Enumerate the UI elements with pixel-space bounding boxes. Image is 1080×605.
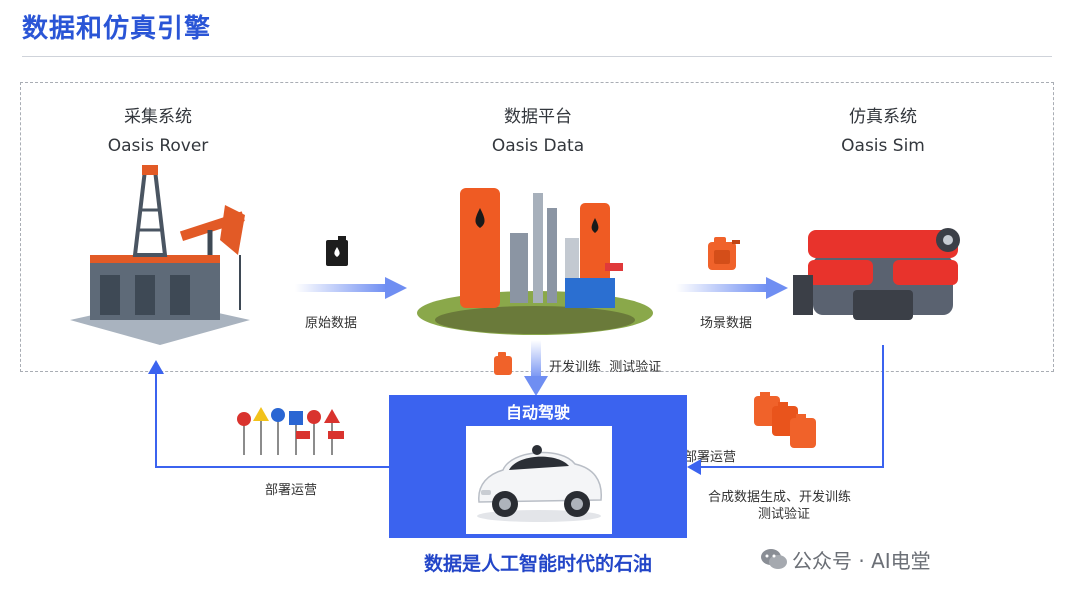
traffic-signs-icon <box>237 407 344 455</box>
deploy-left-line-v <box>155 372 157 468</box>
fuel-cans-stack-icon <box>754 392 816 448</box>
slogan: 数据是人工智能时代的石油 <box>423 553 652 575</box>
scene-data-label: 场景数据 <box>700 316 753 331</box>
refinery-icon <box>417 188 653 335</box>
oil-barrel-icon <box>326 236 348 266</box>
deploy-left-line-h <box>155 466 389 468</box>
autonomous-driving-title: 自动驾驶 <box>505 403 570 422</box>
train-test-label: 开发训练 测试验证 <box>549 360 662 375</box>
scene-data-arrow <box>676 277 788 299</box>
sim-subtitle: Oasis Sim <box>841 136 925 156</box>
data-subtitle: Oasis Data <box>491 136 585 156</box>
wechat-icon <box>761 549 787 569</box>
data-title: 数据平台 <box>504 107 572 127</box>
deploy-right-arrowhead <box>687 459 701 475</box>
synth-data-label-1: 合成数据生成、开发训练 <box>708 490 852 505</box>
self-driving-car-icon <box>477 445 602 522</box>
sim-title: 仿真系统 <box>849 107 917 127</box>
deploy-right-line-h <box>700 466 884 468</box>
title-divider <box>22 56 1052 57</box>
fuel-can-small-icon <box>494 352 512 375</box>
engine-icon <box>793 228 960 320</box>
train-test-arrow <box>524 340 548 396</box>
deploy-right-label: 部署运营 <box>684 450 737 465</box>
deploy-left-label: 部署运营 <box>265 483 318 498</box>
synth-data-label-2: 测试验证 <box>758 507 811 522</box>
page-title: 数据和仿真引擎 <box>22 14 212 44</box>
raw-data-arrow <box>295 277 407 299</box>
rover-subtitle: Oasis Rover <box>107 136 209 156</box>
watermark: 公众号 · AI电堂 <box>792 549 931 573</box>
deploy-right-line-v <box>882 345 884 467</box>
oil-rig-icon <box>70 165 250 345</box>
deploy-left-arrowhead <box>148 360 164 374</box>
raw-data-label: 原始数据 <box>305 316 358 331</box>
rover-title: 采集系统 <box>124 107 192 127</box>
fuel-can-icon <box>708 237 740 270</box>
